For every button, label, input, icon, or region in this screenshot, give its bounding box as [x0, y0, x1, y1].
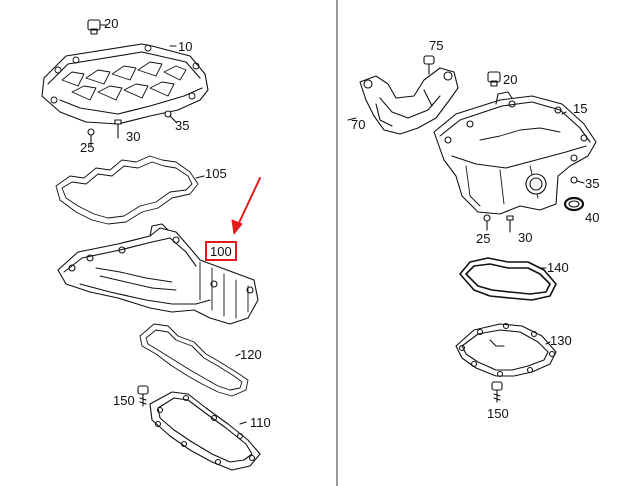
callout-40: 40: [585, 210, 600, 225]
callout-15: 15: [573, 101, 588, 116]
part-10-upper-oil-pan: [41, 43, 209, 125]
part-105-gasket: [55, 155, 199, 225]
part-30-bolt-right: [506, 215, 514, 233]
part-140-gasket: [459, 257, 557, 301]
callout-100-highlight-box: 100: [205, 241, 237, 261]
callout-20-right: 20: [503, 72, 518, 87]
part-130-cover: [455, 322, 557, 378]
callout-35-right: 35: [585, 176, 600, 191]
part-70-bracket: [347, 67, 459, 135]
highlight-arrow: [231, 177, 261, 235]
part-150-drain-plug-right: [491, 381, 503, 403]
callout-35-left: 35: [175, 118, 190, 133]
callout-110: 110: [250, 415, 271, 430]
callout-150-right: 150: [487, 406, 509, 421]
callout-20-left: 20: [104, 16, 119, 31]
part-15-oil-pan: [433, 91, 597, 215]
callout-25-right: 25: [476, 231, 491, 246]
callout-30-left: 30: [126, 129, 141, 144]
part-20-plug-right: [487, 71, 501, 87]
part-110-sump-tray: [149, 391, 261, 471]
callout-150-left: 150: [113, 393, 135, 408]
part-30-bolt-left: [114, 119, 122, 139]
callout-105: 105: [205, 166, 227, 181]
callout-130: 130: [550, 333, 572, 348]
part-40-seal-ring: [563, 196, 585, 212]
part-25-bolt-left: [87, 128, 95, 147]
callout-10: 10: [178, 39, 193, 54]
callout-100: 100: [210, 244, 232, 259]
part-35-bolt-right: [570, 176, 585, 184]
part-20-plug-left: [87, 19, 107, 35]
part-35-bolt-left: [164, 110, 177, 123]
callout-30-right: 30: [518, 230, 533, 245]
part-120-gasket: [139, 323, 249, 397]
part-100-oil-pan-housing: [57, 223, 259, 325]
callout-25-left: 25: [80, 140, 95, 155]
callout-75: 75: [429, 38, 444, 53]
callout-140: 140: [547, 260, 569, 275]
callout-120: 120: [240, 347, 262, 362]
part-75-bolt: [423, 55, 435, 75]
callout-70: 70: [351, 117, 366, 132]
part-150-drain-plug-left: [137, 385, 149, 407]
part-25-bolt-right: [483, 214, 491, 231]
